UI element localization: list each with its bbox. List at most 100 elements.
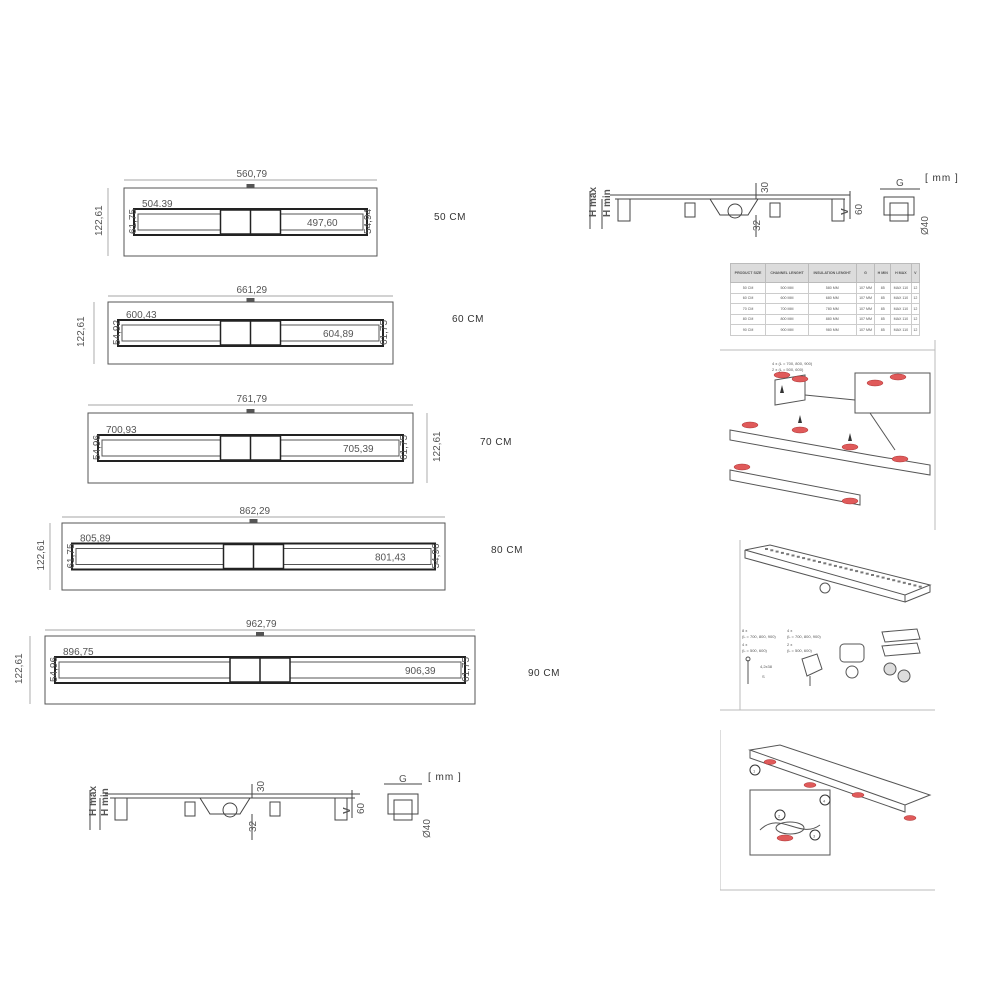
part-b-note: (L = 500, 600): [742, 648, 768, 653]
install-note-b: 2 x (L = 500, 600): [772, 367, 804, 372]
part-b-qty: 4 x: [742, 642, 747, 647]
spec-header: PRODUCT SIZE: [729, 263, 767, 283]
spec-cell: MAX 110: [890, 313, 912, 325]
drain-channel: [97, 434, 404, 462]
h-right-label: 54,94: [363, 209, 374, 234]
spec-cell: 107 MM: [855, 282, 876, 294]
grate-slot: [828, 563, 832, 566]
dim-g: G: [399, 774, 407, 785]
size-label-70: 70 CM: [480, 437, 512, 448]
siphon-icon: [839, 643, 865, 679]
panel-dividers: [720, 340, 936, 891]
grate-icon: [881, 628, 921, 657]
step-number: 3: [813, 834, 816, 839]
h-left-label: 61,75: [66, 543, 77, 568]
spec-cell: MAX 110: [890, 324, 912, 336]
h-right-label: 61,75: [461, 657, 472, 682]
spec-header: H MIN: [874, 263, 892, 283]
total-length-label: 962,79: [246, 619, 277, 630]
h-right-label: 61,75: [399, 435, 410, 460]
grate-slot: [796, 555, 800, 558]
dim-60: 60: [356, 802, 367, 814]
spec-cell: 70 CM: [729, 303, 767, 315]
spec-cell: 12: [910, 292, 921, 304]
spec-cell: 90 CM: [729, 324, 767, 336]
spec-cell: 80 CM: [729, 313, 767, 325]
spec-cell: 600 MM: [765, 292, 809, 304]
grate-slot: [844, 567, 848, 570]
screw-label: 4,2x38: [760, 664, 773, 669]
h-left-label: 61,75: [128, 209, 139, 234]
spec-header: CHANNEL LENGHT: [765, 263, 809, 283]
h-left-label: 54,92: [112, 320, 123, 345]
spec-cell: MAX 110: [890, 282, 912, 294]
right-inner-label: 497,60: [307, 218, 338, 229]
drain-channel: [133, 208, 368, 236]
spec-cell: 107 MM: [855, 313, 876, 325]
spec-header: G: [855, 263, 876, 283]
spec-cell: 680 MM: [807, 292, 857, 304]
size-label-90: 90 CM: [528, 668, 560, 679]
spec-cell: 107 MM: [855, 324, 876, 336]
dim-30-top: 30: [760, 181, 771, 193]
unit-label-top: [ mm ]: [925, 173, 959, 184]
spec-cell: 107 MM: [855, 303, 876, 315]
spec-cell: 12: [910, 303, 921, 315]
spec-cell: 107 MM: [855, 292, 876, 304]
right-inner-label: 906,39: [405, 666, 436, 677]
left-inner-label: 700,93: [106, 425, 137, 436]
spec-cell: 12: [910, 324, 921, 336]
spec-cell: 12: [910, 282, 921, 294]
drain-channel: [71, 542, 436, 571]
left-inner-label: 896,75: [63, 647, 94, 658]
grate-slot: [839, 566, 843, 569]
part-d-note: (L = 500, 600): [787, 648, 813, 653]
spec-header: V: [910, 263, 921, 283]
total-length-label: 761,79: [237, 394, 268, 405]
grate-slot: [897, 580, 901, 583]
spec-header: INSULATION LENGHT: [807, 263, 857, 283]
spec-cell: 85: [874, 324, 892, 336]
grate-slot: [786, 553, 790, 556]
right-inner-label: 604,89: [323, 329, 354, 340]
h-right-label: 61,75: [379, 320, 390, 345]
grate-slot: [855, 570, 859, 573]
part-d-qty: 2 x: [787, 642, 792, 647]
height-label: 122,61: [432, 431, 443, 462]
drain-tab: [246, 184, 255, 188]
h-max-label: H max: [88, 786, 99, 816]
left-inner-label: 600,43: [126, 310, 157, 321]
grate-slot: [765, 548, 768, 550]
h-min-label-top: H min: [602, 189, 613, 217]
install-step-panel: 4 x (L = 700, 800, 900) 2 x (L = 500, 60…: [729, 361, 931, 506]
grate-slot: [886, 577, 890, 580]
spec-cell: 880 MM: [807, 313, 857, 325]
step-number: 1: [753, 769, 756, 774]
right-inner-label: 705,39: [343, 444, 374, 455]
grate-slot: [823, 562, 827, 565]
dim-g-top: G: [896, 178, 904, 189]
grate-slot: [849, 568, 853, 571]
grate-slot: [892, 579, 896, 582]
grate-slot: [871, 574, 874, 576]
height-label: 122,61: [76, 316, 87, 347]
grate-slot: [876, 575, 880, 578]
step-circle: [809, 829, 821, 841]
total-length-label: 661,29: [237, 285, 268, 296]
product-iso-view: [744, 544, 932, 603]
spec-header: H MAX: [890, 263, 912, 283]
grate-slot: [865, 572, 869, 575]
unit-label-bottom: [ mm ]: [428, 772, 462, 783]
size-label-60: 60 CM: [452, 314, 484, 325]
dim-d40: Ø40: [422, 819, 433, 838]
part-c-qty: 4 x: [787, 628, 792, 633]
grate-slot: [833, 564, 837, 567]
total-length-label: 862,29: [240, 506, 271, 517]
dim-60-top: 60: [854, 203, 865, 215]
spec-cell: MAX 110: [890, 292, 912, 304]
grate-slot: [807, 558, 811, 561]
